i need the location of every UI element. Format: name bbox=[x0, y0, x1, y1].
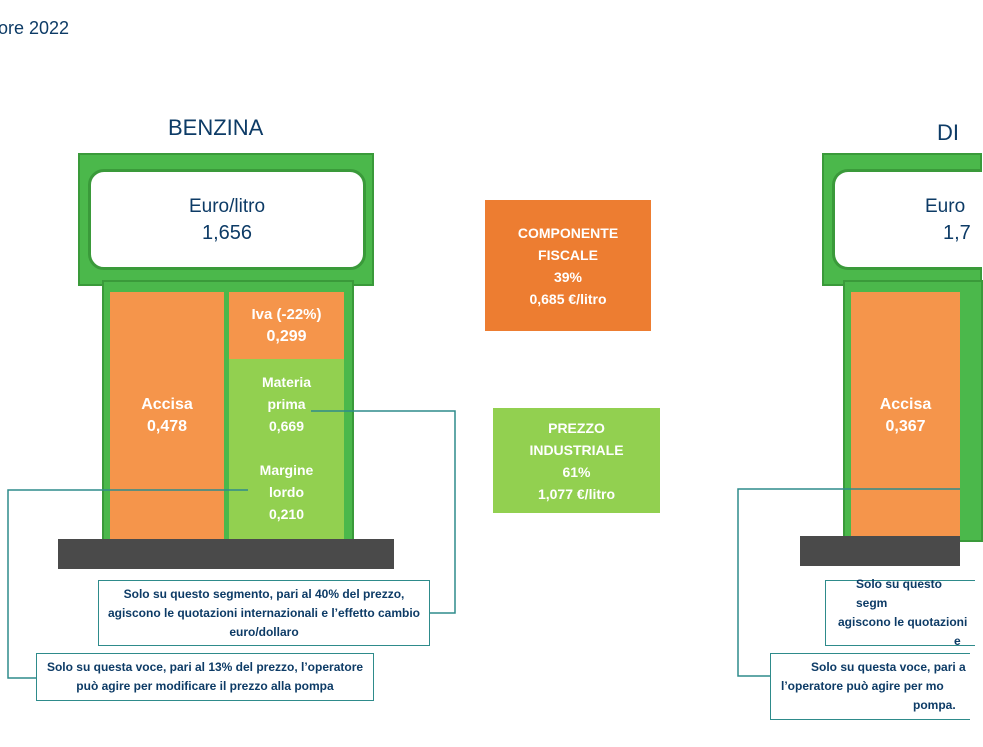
benzina-price-display: Euro/litro 1,656 bbox=[88, 169, 366, 270]
benzina-callout-voce: Solo su questa voce, pari al 13% del pre… bbox=[36, 653, 374, 701]
benzina-callout-voce-line1: Solo su questa voce, pari al 13% del pre… bbox=[46, 660, 364, 674]
diesel-callout-voce-line2: l’operatore può agire per mo bbox=[781, 679, 944, 693]
benzina-materia-value: 0,669 bbox=[268, 418, 305, 434]
benzina-accisa-value: 0,478 bbox=[146, 418, 188, 435]
benzina-materia-line2: prima bbox=[267, 396, 306, 412]
benzina-callout-segment-line2: agiscono le quotazioni internazionali e … bbox=[107, 605, 421, 620]
diesel-callout-voce-line3: pompa. bbox=[913, 698, 956, 712]
benzina-iva-label: Iva (-22%) bbox=[251, 305, 322, 323]
connector-lines bbox=[7, 410, 960, 679]
diesel-callout-voce-line1: Solo su questa voce, pari a bbox=[811, 660, 966, 674]
page-title-fragment: ore 2022 bbox=[0, 18, 70, 38]
industriale-line1: PREZZO bbox=[548, 419, 605, 436]
industriale-pct: 61% bbox=[562, 463, 591, 480]
benzina-head-value: 1,656 bbox=[201, 221, 253, 244]
benzina-pump-base bbox=[58, 539, 394, 569]
componente-fiscale-box: COMPONENTE FISCALE 39% 0,685 €/litro bbox=[485, 200, 651, 331]
benzina-accisa-label: Accisa bbox=[141, 396, 193, 413]
diesel-callout-voce: Solo su questa voce, pari a l’operatore … bbox=[770, 653, 970, 720]
industriale-line2: INDUSTRIALE bbox=[529, 441, 624, 458]
benzina-iva-value: 0,299 bbox=[266, 327, 307, 345]
diesel-head-label: Euro bbox=[925, 195, 966, 217]
fiscale-line1: COMPONENTE bbox=[517, 224, 619, 241]
connector-materia-prima bbox=[311, 410, 456, 614]
diesel-head-value: 1,7 bbox=[943, 221, 971, 244]
diesel-callout-segment-line3: e bbox=[954, 634, 961, 648]
diesel-accisa-label: Accisa bbox=[879, 396, 932, 413]
diesel-accisa-segment: Accisa 0,367 bbox=[851, 292, 960, 540]
benzina-callout-segment-line3: euro/dollaro bbox=[229, 624, 299, 639]
fiscale-line2: FISCALE bbox=[538, 246, 598, 263]
diesel-pump-base bbox=[800, 536, 960, 566]
diesel-callout-segment-line2: agiscono le quotazioni bbox=[838, 615, 968, 629]
benzina-industrial-segment bbox=[229, 359, 344, 540]
benzina-margine-line1: Margine bbox=[259, 462, 314, 478]
connector-diesel-margine bbox=[737, 488, 960, 677]
benzina-callout-segment-line1: Solo su questo segmento, pari al 40% del… bbox=[123, 586, 405, 601]
benzina-materia-prima: Materia prima 0,669 bbox=[229, 371, 344, 437]
benzina-margine-line2: lordo bbox=[269, 484, 304, 500]
benzina-callout-voce-line2: può agire per modificare il prezzo alla … bbox=[76, 679, 334, 693]
prezzo-industriale-box: PREZZO INDUSTRIALE 61% 1,077 €/litro bbox=[493, 408, 660, 513]
diesel-callout-segment: Solo su questo segm agiscono le quotazio… bbox=[825, 577, 975, 648]
diesel-accisa-value: 0,367 bbox=[885, 418, 926, 435]
fiscale-pct: 39% bbox=[553, 268, 583, 285]
benzina-iva-segment: Iva (-22%) 0,299 bbox=[229, 292, 344, 359]
industriale-value: 1,077 €/litro bbox=[537, 485, 616, 502]
diesel-title-fragment: DI bbox=[937, 120, 959, 145]
connector-margine-lordo bbox=[7, 489, 248, 679]
benzina-head-label: Euro/litro bbox=[188, 195, 266, 217]
benzina-materia-line1: Materia bbox=[261, 374, 312, 390]
diesel-callout-segment-line1: Solo su questo segm bbox=[856, 577, 943, 610]
benzina-margine-value: 0,210 bbox=[268, 506, 305, 522]
diesel-price-display: Euro 1,7 bbox=[832, 169, 982, 270]
benzina-callout-segment: Solo su questo segmento, pari al 40% del… bbox=[98, 580, 430, 646]
benzina-title: BENZINA bbox=[168, 115, 264, 140]
benzina-margine-lordo: Margine lordo 0,210 bbox=[229, 459, 344, 525]
benzina-accisa-segment: Accisa 0,478 bbox=[110, 292, 224, 540]
fiscale-value: 0,685 €/litro bbox=[529, 290, 607, 307]
